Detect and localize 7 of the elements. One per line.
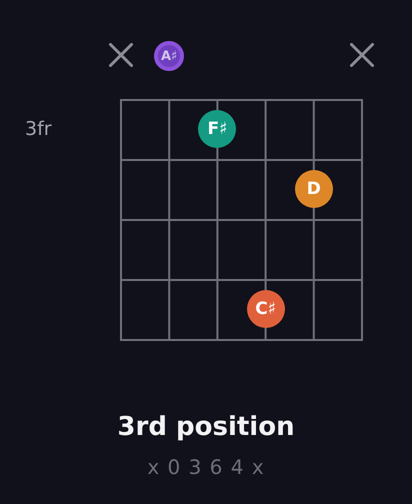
note-dot: F♯ xyxy=(198,110,236,148)
fret-number-label: 3fr xyxy=(25,118,52,140)
fingering-label: x 0 3 6 4 x xyxy=(147,455,265,479)
note-dot: D xyxy=(294,170,333,208)
chord-title: 3rd position xyxy=(116,412,296,442)
note-dot: C♯ xyxy=(246,290,285,328)
open-string-note-circle: A♯ xyxy=(154,41,184,71)
